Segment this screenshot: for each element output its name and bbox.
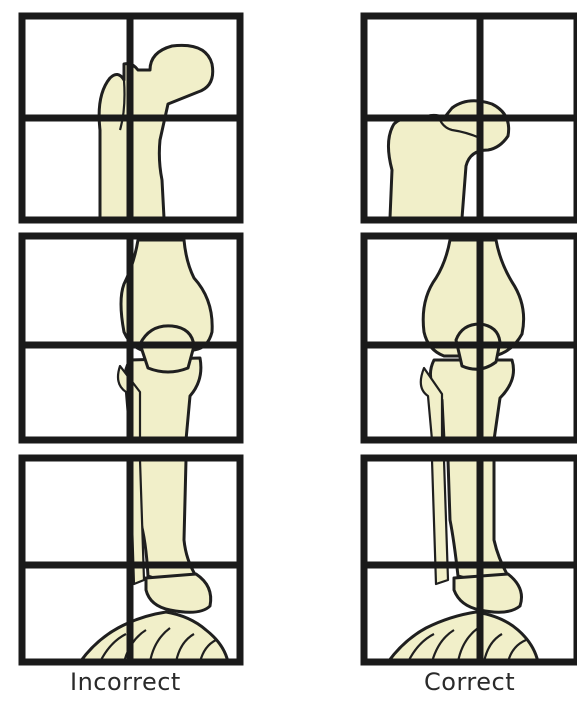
- incorrect-column: [22, 16, 240, 662]
- patella-incorrect: [140, 326, 194, 372]
- incorrect-caption: Incorrect: [70, 668, 181, 696]
- correct-knee-panel: [364, 236, 577, 440]
- femur-head-incorrect: [99, 45, 213, 218]
- correct-caption: Correct: [424, 668, 515, 696]
- foot-bones-correct: [388, 612, 538, 662]
- talus-incorrect: [146, 574, 211, 612]
- incorrect-ankle-panel: [22, 458, 240, 662]
- incorrect-knee-panel: [22, 236, 240, 440]
- correct-column: [364, 16, 577, 662]
- talus-correct: [454, 574, 522, 612]
- correct-ankle-panel: [364, 458, 577, 662]
- incorrect-hip-panel: [22, 16, 240, 220]
- correct-hip-panel: [364, 16, 577, 220]
